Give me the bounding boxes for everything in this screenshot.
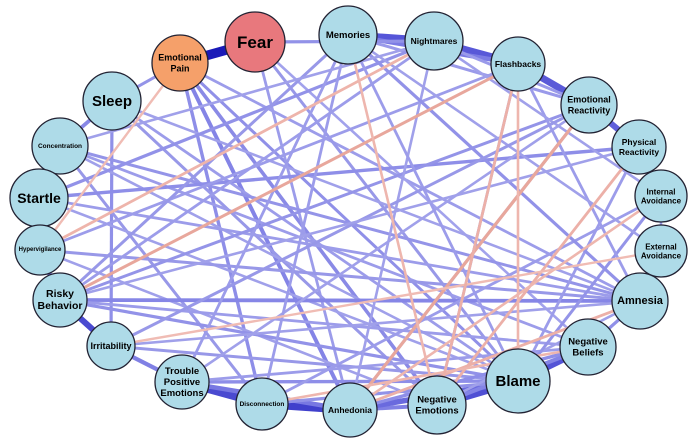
node-circle[interactable]: [611, 119, 667, 175]
node-circle[interactable]: [634, 224, 688, 278]
network-edge: [58, 145, 264, 405]
node-circle[interactable]: [235, 377, 289, 431]
network-edge: [178, 62, 264, 405]
network-edge: [38, 145, 640, 200]
network-edge: [433, 39, 662, 198]
network-node-anhedonia[interactable]: Anhedonia: [322, 382, 378, 438]
network-edge: [348, 104, 591, 411]
node-circle[interactable]: [485, 348, 551, 414]
network-edge: [260, 34, 350, 405]
network-edge: [181, 379, 519, 384]
node-circle[interactable]: [611, 272, 669, 330]
network-edge: [516, 195, 663, 382]
network-edge: [346, 34, 439, 406]
node-circle[interactable]: [14, 224, 66, 276]
network-node-disconnection[interactable]: Disconnection: [235, 377, 289, 431]
network-edge: [110, 249, 662, 348]
node-circle[interactable]: [404, 11, 464, 71]
network-node-hypervigilance[interactable]: Hypervigilance: [14, 224, 66, 276]
network-node-memories[interactable]: Memories: [318, 5, 378, 65]
network-edge: [346, 34, 520, 382]
network-edge: [39, 62, 519, 252]
network-edge: [110, 99, 439, 407]
network-edge: [435, 146, 641, 406]
network-node-nightmares[interactable]: Nightmares: [404, 11, 464, 71]
network-node-fear[interactable]: Fear: [224, 11, 286, 73]
node-circle[interactable]: [407, 375, 467, 435]
node-circle[interactable]: [322, 382, 378, 438]
node-circle[interactable]: [31, 117, 89, 175]
network-edge: [38, 39, 435, 200]
node-circle[interactable]: [224, 11, 286, 73]
node-circle[interactable]: [490, 36, 546, 92]
network-edge: [59, 298, 641, 303]
network-edge: [179, 61, 641, 303]
node-circle[interactable]: [154, 354, 210, 410]
network-node-irritability[interactable]: Irritability: [86, 321, 136, 371]
network-edge: [59, 298, 589, 349]
network-edge: [516, 63, 642, 302]
network-edge: [38, 196, 641, 303]
node-circle[interactable]: [86, 321, 136, 371]
network-edge: [110, 103, 590, 348]
network-node-startle[interactable]: Startle: [9, 168, 69, 228]
network-edge: [347, 33, 662, 253]
network-edge: [349, 194, 662, 412]
network-edge: [254, 41, 589, 348]
network-edge: [110, 344, 519, 383]
network-edge: [110, 299, 641, 348]
network-edge: [181, 103, 590, 384]
node-circle[interactable]: [9, 168, 69, 228]
network-node-amnesia[interactable]: Amnesia: [611, 272, 669, 330]
network-edge: [59, 298, 519, 383]
network-node-concentration[interactable]: Concentration: [31, 117, 89, 175]
network-node-blame[interactable]: Blame: [485, 348, 551, 414]
network-edge: [435, 63, 520, 406]
network-node-flashbacks[interactable]: Flashbacks: [490, 36, 546, 92]
node-circle[interactable]: [151, 34, 209, 92]
network-edge: [59, 144, 519, 383]
network-edge: [59, 62, 519, 302]
node-circle[interactable]: [634, 169, 688, 223]
network-edge: [347, 33, 590, 107]
node-circle[interactable]: [560, 76, 618, 134]
network-edge: [349, 345, 589, 412]
node-circle[interactable]: [559, 318, 617, 376]
network-node-sleep[interactable]: Sleep: [82, 71, 142, 131]
node-circle[interactable]: [82, 71, 142, 131]
network-edge: [516, 146, 641, 382]
network-edge: [39, 62, 181, 251]
network-edge: [59, 145, 640, 302]
node-circle[interactable]: [32, 272, 88, 328]
node-circle[interactable]: [318, 5, 378, 65]
network-edge: [39, 39, 435, 252]
network-edge: [180, 34, 350, 383]
